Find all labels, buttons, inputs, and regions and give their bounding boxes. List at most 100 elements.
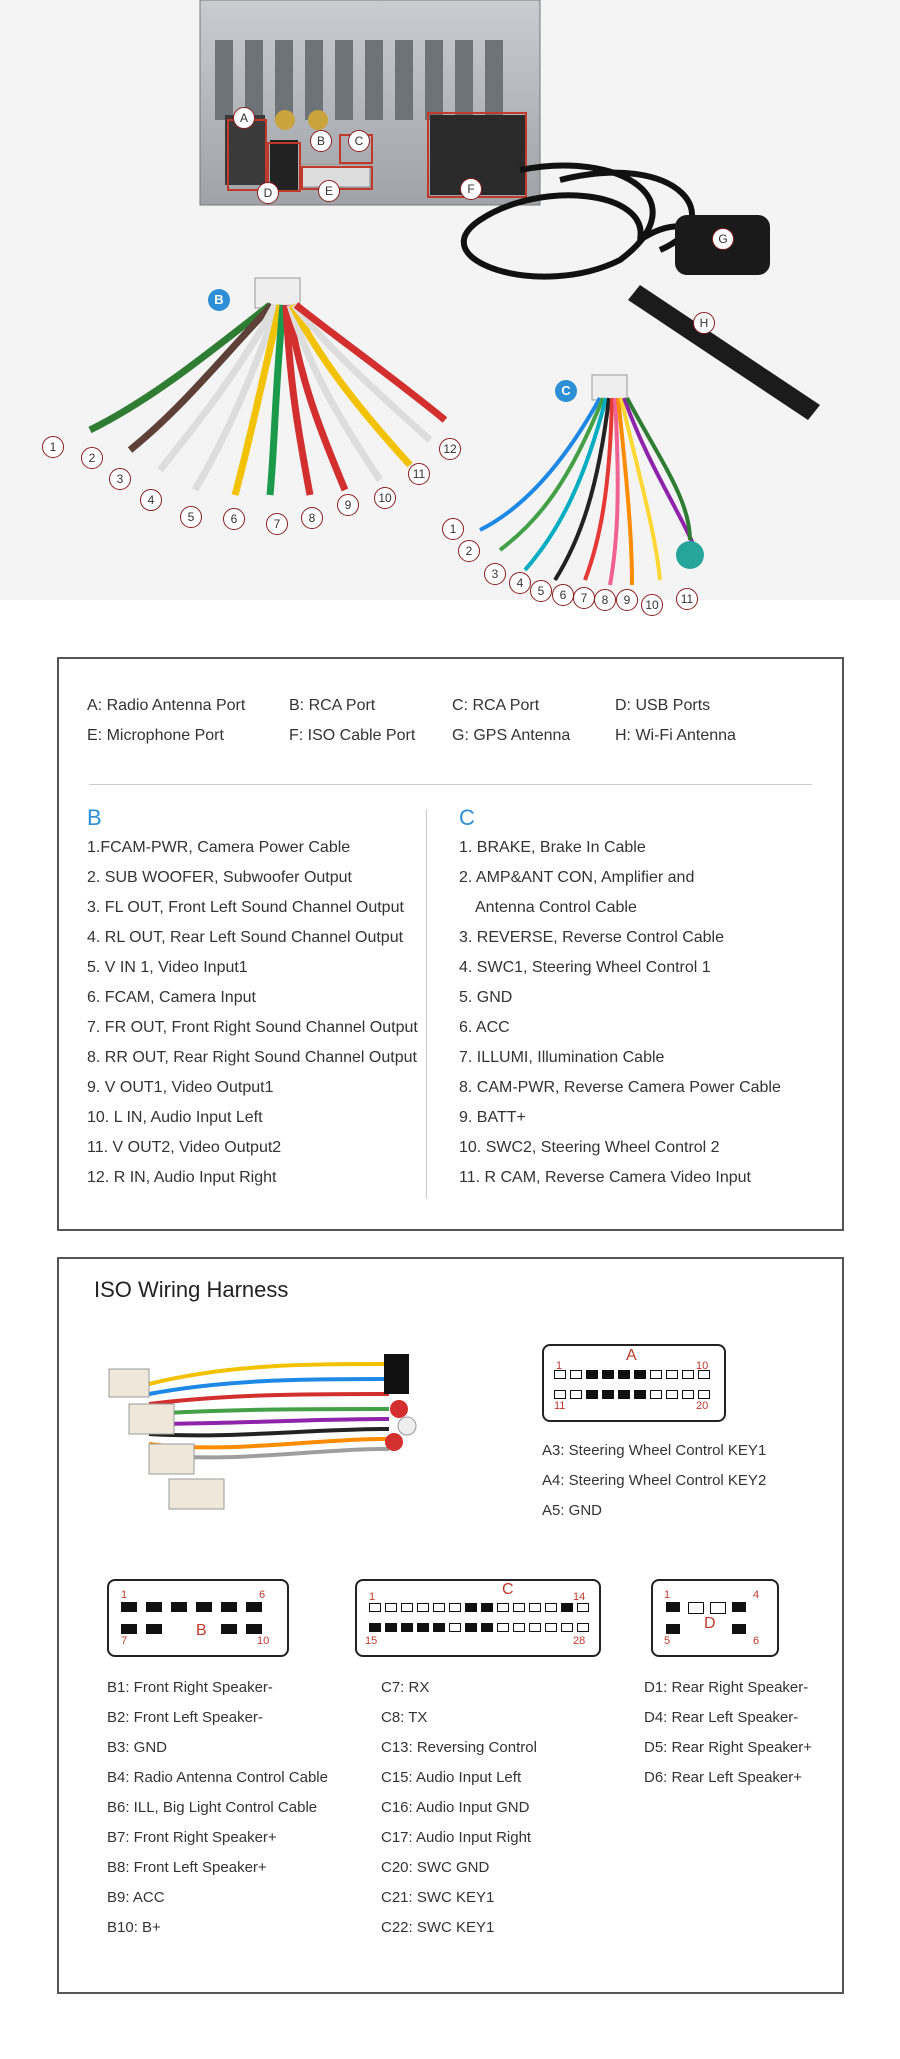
connector-pin: [385, 1603, 397, 1612]
connector-pin: [698, 1390, 710, 1399]
connector-pin: [417, 1603, 429, 1612]
a-pin-label: A3: Steering Wheel Control KEY1: [542, 1442, 767, 1459]
c-pin-label: C21: SWC KEY1: [381, 1889, 495, 1906]
b-number: 2: [81, 447, 103, 469]
connector-pin: [666, 1370, 678, 1379]
product-photo: A B C D E F G H B C 1 2 3 4 5 6 7 8 9 10…: [0, 0, 900, 616]
d-pin-label: D4: Rear Left Speaker-: [644, 1709, 799, 1726]
connector-c-pin-number: 1: [369, 1591, 376, 1603]
connector-pin: [545, 1623, 557, 1632]
connector-pin: [618, 1370, 630, 1379]
port-g-label: G: GPS Antenna: [452, 727, 571, 744]
c-item: 1. BRAKE, Brake In Cable: [459, 839, 646, 856]
a-pin-label: A5: GND: [542, 1502, 603, 1519]
port-f-label: F: ISO Cable Port: [289, 727, 416, 744]
connector-b-pin-number: 6: [259, 1589, 266, 1601]
connector-pin: [577, 1603, 589, 1612]
connector-pin: [221, 1624, 237, 1634]
connector-pin: [602, 1370, 614, 1379]
b-item: 11. V OUT2, Video Output2: [87, 1139, 282, 1156]
connector-pin: [554, 1370, 566, 1379]
c-number: 9: [616, 589, 638, 611]
d-pin-label: D5: Rear Right Speaker+: [644, 1739, 813, 1756]
connector-pin: [529, 1623, 541, 1632]
connector-c-letter: C: [502, 1581, 514, 1598]
b-pin-label: B1: Front Right Speaker-: [107, 1679, 273, 1696]
connector-pin: [666, 1390, 678, 1399]
c-number: 2: [458, 540, 480, 562]
b-heading: B: [87, 805, 102, 830]
b-pin-label: B7: Front Right Speaker+: [107, 1829, 277, 1846]
iso-title: ISO Wiring Harness: [94, 1277, 289, 1302]
connector-a-pin-number: 10: [696, 1360, 709, 1372]
connector-b-letter: B: [196, 1622, 207, 1639]
connector-pin: [545, 1603, 557, 1612]
c-item: 11. R CAM, Reverse Camera Video Input: [459, 1169, 751, 1186]
c-pin-label: C22: SWC KEY1: [381, 1919, 495, 1936]
c-number: 4: [509, 572, 531, 594]
c-item: 4. SWC1, Steering Wheel Control 1: [459, 959, 711, 976]
port-d-label: D: USB Ports: [615, 697, 711, 714]
connector-c-pin-number: 15: [365, 1635, 378, 1647]
connector-pin: [634, 1370, 646, 1379]
connector-pin: [561, 1603, 573, 1612]
c-pin-label: C13: Reversing Control: [381, 1739, 537, 1756]
connector-pin: [417, 1623, 429, 1632]
connector-pin: [732, 1624, 746, 1634]
connector-pin: [666, 1602, 680, 1612]
connector-pin: [246, 1602, 262, 1612]
connector-pin: [698, 1370, 710, 1379]
connector-pin: [732, 1602, 746, 1612]
c-cable-tag: C: [555, 380, 577, 402]
connector-pin: [433, 1623, 445, 1632]
connector-pin: [710, 1602, 726, 1614]
divider: [89, 784, 812, 785]
b-item: 9. V OUT1, Video Output1: [87, 1079, 274, 1096]
connector-pin: [618, 1390, 630, 1399]
b-item: 7. FR OUT, Front Right Sound Channel Out…: [87, 1019, 418, 1036]
b-number: 5: [180, 506, 202, 528]
connector-a-pin-number: 20: [696, 1400, 709, 1412]
connector-b-pin-number: 1: [121, 1589, 128, 1601]
b-number: 3: [109, 468, 131, 490]
port-c-label: C: RCA Port: [452, 697, 540, 714]
b-item: 5. V IN 1, Video Input1: [87, 959, 248, 976]
c-number: 10: [641, 594, 663, 616]
connector-d-pin-number: 5: [664, 1635, 671, 1647]
b-number: 6: [223, 508, 245, 530]
b-pin-label: B8: Front Left Speaker+: [107, 1859, 267, 1876]
connector-pin: [449, 1603, 461, 1612]
connector-pin: [465, 1603, 477, 1612]
connector-pin: [650, 1370, 662, 1379]
c-number: 6: [552, 584, 574, 606]
port-b-label: B: RCA Port: [289, 697, 376, 714]
connector-c-pin-number: 14: [573, 1591, 586, 1603]
c-pin-label: C8: TX: [381, 1709, 428, 1726]
c-number: 7: [573, 587, 595, 609]
c-item: 3. REVERSE, Reverse Control Cable: [459, 929, 724, 946]
b-cable-tag: B: [208, 289, 230, 311]
connector-pin: [121, 1602, 137, 1612]
b-item: 2. SUB WOOFER, Subwoofer Output: [87, 869, 352, 886]
iso-harness-panel: ISO Wiring Harness A 1 10 11 20 A3: Stee…: [57, 1257, 844, 1994]
connector-pin: [497, 1623, 509, 1632]
b-number: 11: [408, 463, 430, 485]
connector-pin: [121, 1624, 137, 1634]
callout-g: G: [712, 228, 734, 250]
b-number: 9: [337, 494, 359, 516]
callout-e: E: [318, 180, 340, 202]
b-number: 1: [42, 436, 64, 458]
connector-pin: [682, 1370, 694, 1379]
b-item: 6. FCAM, Camera Input: [87, 989, 256, 1006]
connector-pin: [369, 1623, 381, 1632]
b-pin-label: B9: ACC: [107, 1889, 165, 1906]
connector-pin: [221, 1602, 237, 1612]
connector-c-pin-number: 28: [573, 1635, 586, 1647]
b-pin-label: B10: B+: [107, 1919, 161, 1936]
connector-pin: [666, 1624, 680, 1634]
b-item: 3. FL OUT, Front Left Sound Channel Outp…: [87, 899, 404, 916]
connector-b: [107, 1579, 289, 1657]
connector-pin: [385, 1623, 397, 1632]
connector-a-pin-number: 1: [556, 1360, 563, 1372]
d-pin-label: D6: Rear Left Speaker+: [644, 1769, 803, 1786]
